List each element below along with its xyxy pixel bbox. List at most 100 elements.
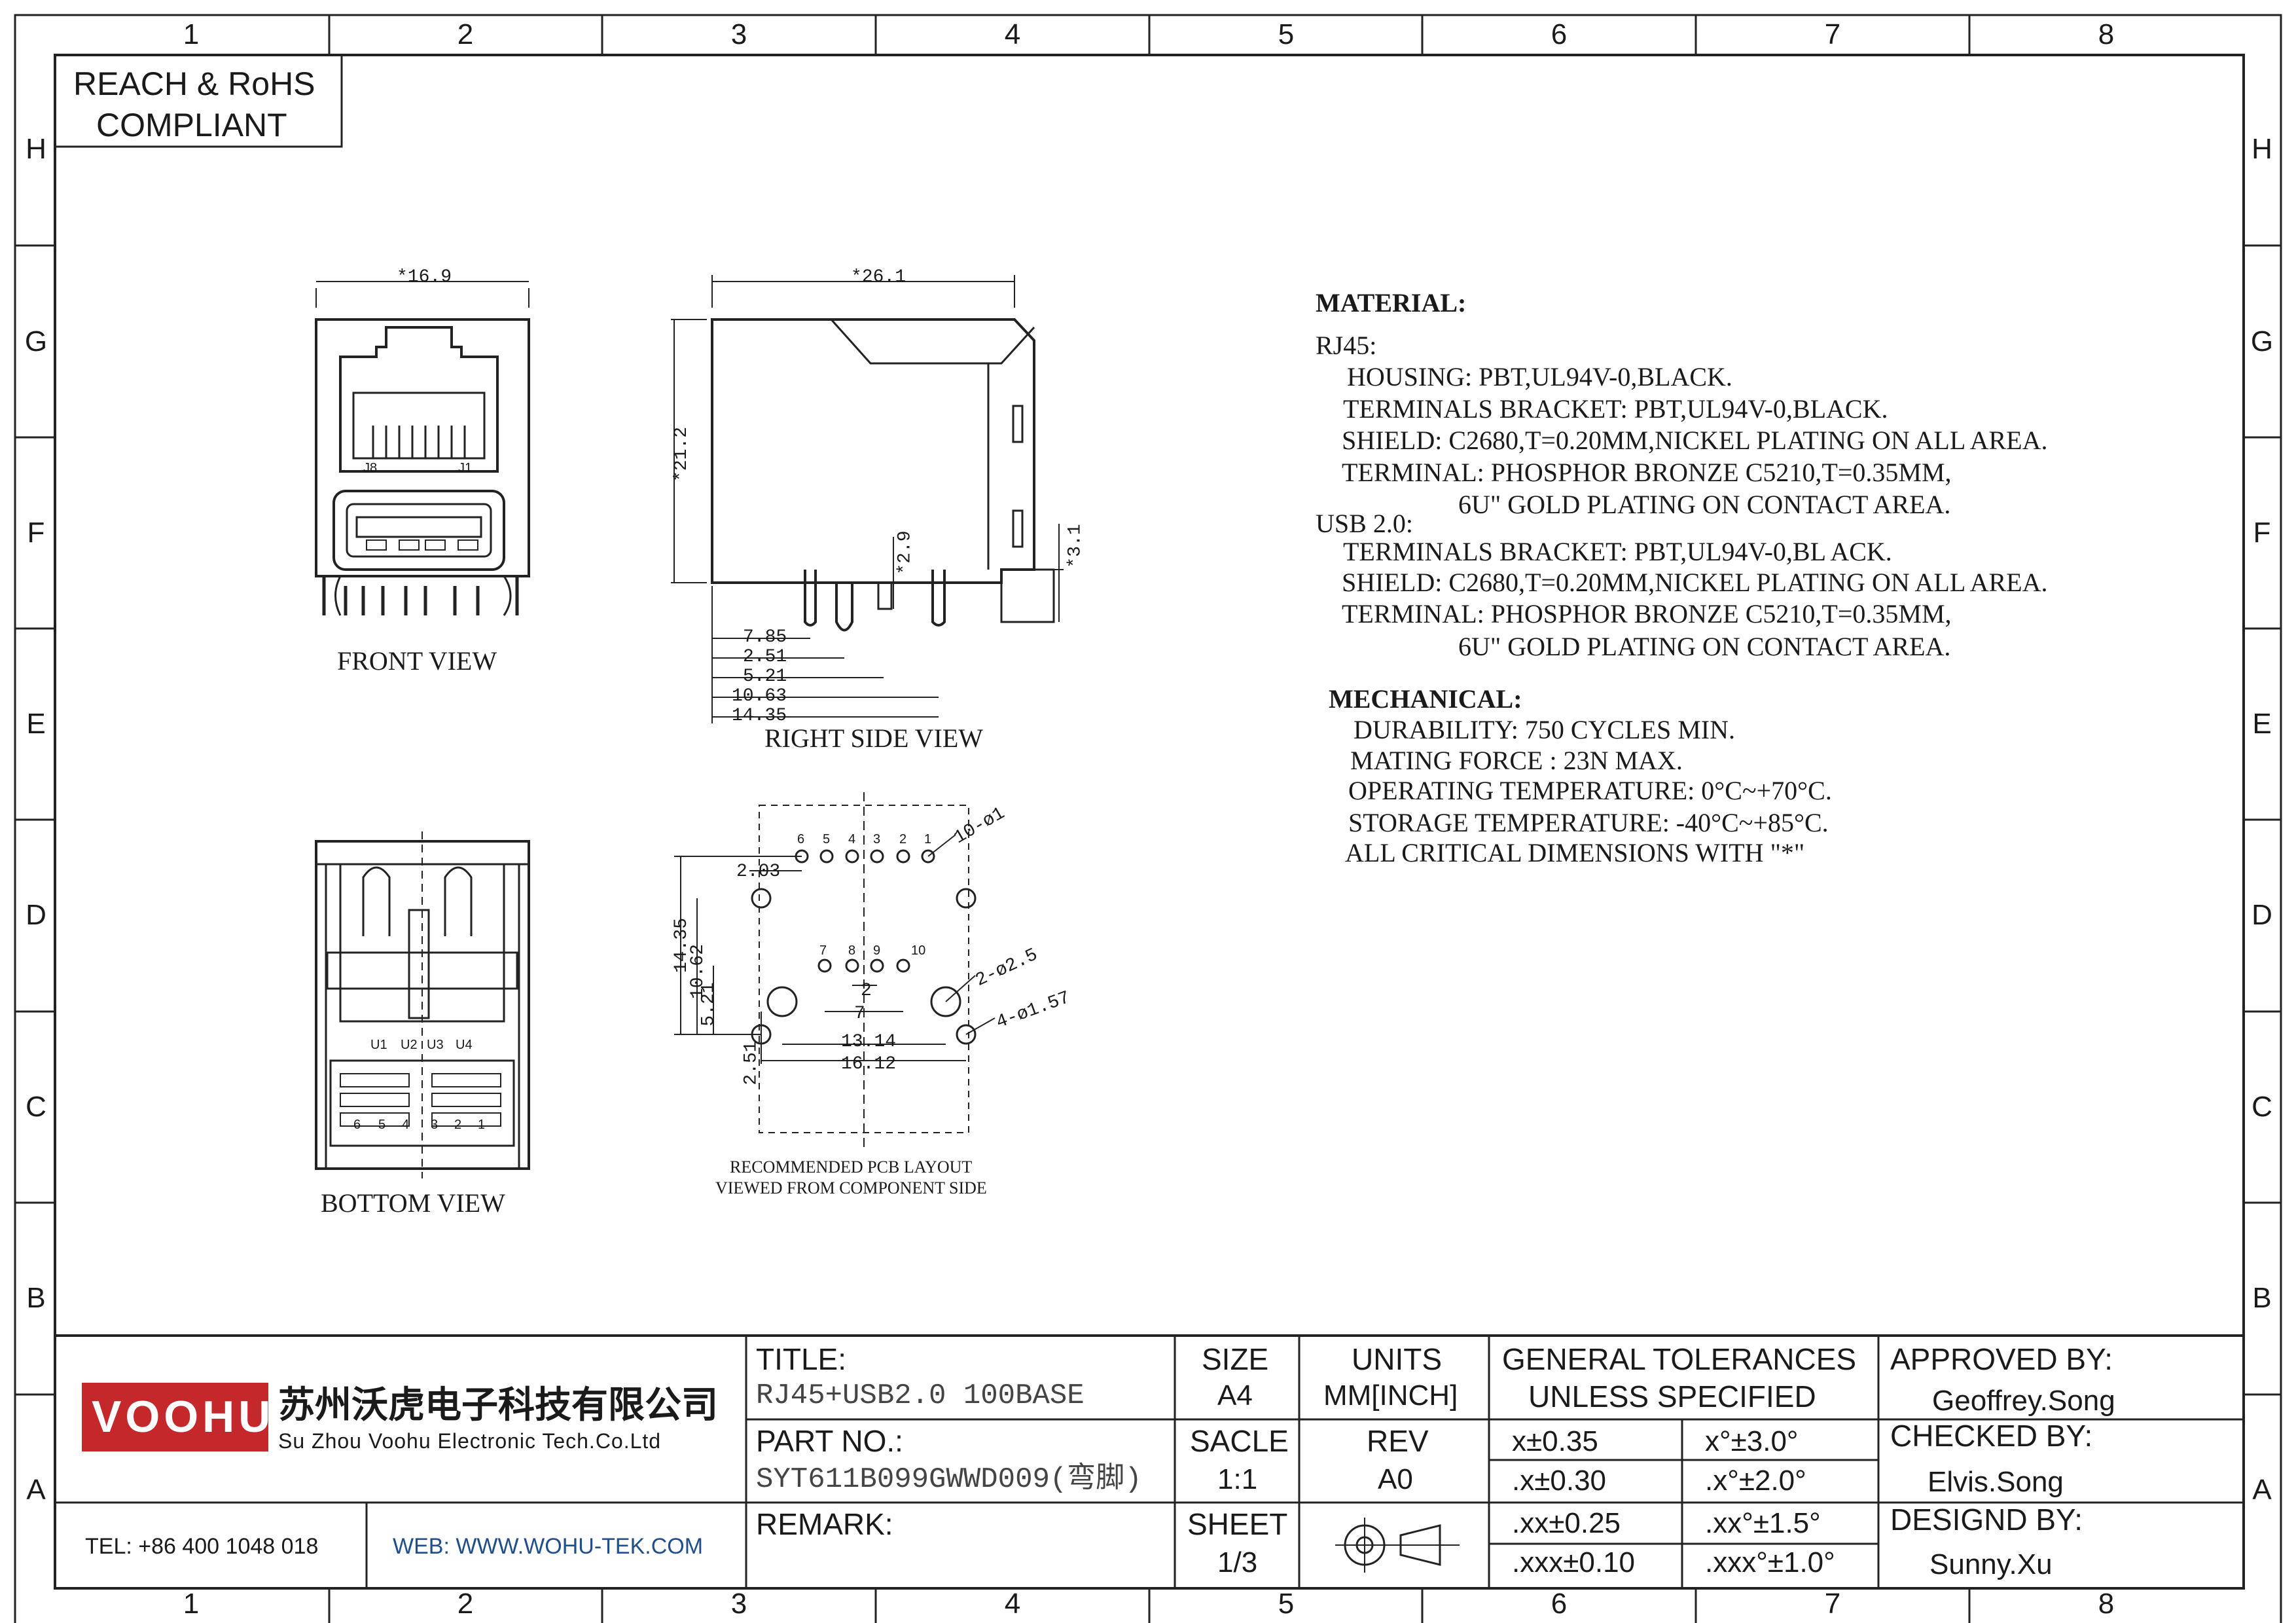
- bottom-rj-pin-4: 4: [402, 1118, 410, 1132]
- zone-row-F-right: F: [2253, 517, 2271, 549]
- pcb-pin-9: 9: [873, 943, 881, 958]
- bottom-view-label: BOTTOM VIEW: [321, 1188, 505, 1218]
- tolerance-angular-2: .x°±2.0°: [1705, 1465, 1806, 1497]
- company-logo: VOOHU: [92, 1392, 275, 1442]
- zone-col-7-top: 7: [1824, 18, 1841, 50]
- size-label: SIZE: [1202, 1342, 1269, 1376]
- sheet-value: 1/3: [1217, 1546, 1258, 1578]
- zone-col-5-bottom: 5: [1278, 1588, 1295, 1620]
- side-pitch-dim-1: 7.85: [743, 627, 787, 647]
- zone-row-D-left: D: [26, 899, 46, 931]
- zone-row-E-right: E: [2252, 708, 2272, 740]
- zone-row-B-right: B: [2252, 1282, 2272, 1314]
- units-value: MM[INCH]: [1323, 1379, 1458, 1412]
- side-length-dim: *26.1: [851, 267, 906, 287]
- side-pin-length-dim: *2.9: [895, 530, 916, 575]
- tolerance-linear-1: x±0.35: [1512, 1425, 1598, 1457]
- bottom-usb-pin-u4: U4: [456, 1038, 473, 1052]
- zone-col-8-bottom: 8: [2098, 1588, 2115, 1620]
- material-rj45-line-1: HOUSING: PBT,UL94V-0,BLACK.: [1347, 362, 1732, 392]
- pcb-pin-8: 8: [848, 943, 856, 958]
- units-label: UNITS: [1352, 1342, 1442, 1376]
- pcb-dim-7: 7: [854, 1004, 865, 1024]
- material-usb-line-1: TERMINALS BRACKET: PBT,UL94V-0,BL ACK.: [1343, 537, 1892, 566]
- company-name-cn: 苏州沃虎电子科技有限公司: [278, 1384, 718, 1425]
- zone-row-G-right: G: [2250, 325, 2274, 357]
- checked-by-name: Elvis.Song: [1928, 1466, 2064, 1498]
- zone-col-3-bottom: 3: [730, 1588, 747, 1620]
- compliance-line-1: REACH & RoHS: [73, 65, 315, 102]
- zone-col-4-bottom: 4: [1004, 1588, 1021, 1620]
- material-usb-heading: USB 2.0:: [1316, 509, 1413, 538]
- zone-row-A-right: A: [2252, 1474, 2272, 1506]
- front-view-label: FRONT VIEW: [337, 646, 497, 676]
- pcb-pin-6: 6: [797, 832, 805, 847]
- company-tel: TEL: +86 400 1048 018: [85, 1534, 319, 1559]
- zone-col-5-top: 5: [1278, 18, 1295, 50]
- approved-by-label: APPROVED BY:: [1890, 1342, 2113, 1376]
- remark-label: REMARK:: [756, 1507, 893, 1541]
- pcb-pin-3: 3: [873, 832, 881, 847]
- side-pitch-dim-5: 14.35: [732, 706, 787, 726]
- logo-badge: [82, 1383, 268, 1451]
- tolerance-heading-2: UNLESS SPECIFIED: [1528, 1379, 1816, 1413]
- mechanical-line-2: MATING FORCE : 23N MAX.: [1350, 746, 1683, 775]
- zone-row-F-left: F: [27, 517, 45, 549]
- side-pitch-dim-3: 5.21: [743, 666, 787, 687]
- zone-row-C-left: C: [26, 1091, 46, 1123]
- compliance-line-2: COMPLIANT: [96, 107, 287, 143]
- pcb-dim-2-51: 2.51: [741, 1041, 762, 1085]
- zone-col-2-top: 2: [457, 18, 474, 50]
- tolerance-angular-1: x°±3.0°: [1705, 1425, 1799, 1457]
- zone-row-C-right: C: [2251, 1091, 2272, 1123]
- zone-col-6-bottom: 6: [1551, 1588, 1568, 1620]
- pcb-dim-16-12: 16.12: [841, 1054, 897, 1074]
- tolerance-heading-1: GENERAL TOLERANCES: [1502, 1342, 1857, 1376]
- zone-col-3-top: 3: [730, 18, 747, 50]
- part-number-value: SYT611B099GWWD009(弯脚): [756, 1463, 1142, 1496]
- company-web-link[interactable]: WEB: WWW.WOHU-TEK.COM: [393, 1534, 704, 1559]
- side-height-dim: *21.2: [672, 426, 692, 483]
- material-rj45-line-4: TERMINAL: PHOSPHOR BRONZE C5210,T=0.35MM…: [1342, 458, 1952, 487]
- bottom-usb-pin-u1: U1: [370, 1038, 387, 1052]
- mechanical-line-1: DURABILITY: 750 CYCLES MIN.: [1354, 715, 1735, 744]
- mechanical-line-5: ALL CRITICAL DIMENSIONS WITH "*": [1345, 838, 1805, 867]
- zone-row-H-left: H: [26, 133, 46, 165]
- side-view-label: RIGHT SIDE VIEW: [764, 723, 984, 753]
- pcb-pin-1: 1: [924, 832, 932, 847]
- zone-col-4-top: 4: [1004, 18, 1021, 50]
- material-rj45-heading: RJ45:: [1316, 331, 1377, 360]
- bottom-rj-pin-1: 1: [478, 1118, 486, 1132]
- mechanical-line-4: STORAGE TEMPERATURE: -40°C~+85°C.: [1348, 808, 1829, 837]
- title-value: RJ45+USB2.0 100BASE: [756, 1379, 1085, 1412]
- front-view-drawing: [315, 281, 530, 616]
- company-name-en: Su Zhou Voohu Electronic Tech.Co.Ltd: [278, 1429, 662, 1453]
- material-usb-line-2: SHIELD: C2680,T=0.20MM,NICKEL PLATING ON…: [1342, 568, 2048, 597]
- material-usb-line-4: 6U" GOLD PLATING ON CONTACT AREA.: [1458, 632, 1951, 661]
- material-heading: MATERIAL:: [1316, 288, 1467, 318]
- zone-row-D-right: D: [2251, 899, 2272, 931]
- side-pitch-dim-4: 10.63: [732, 686, 787, 706]
- zone-row-A-left: A: [26, 1474, 46, 1506]
- bottom-rj-pin-3: 3: [431, 1118, 439, 1132]
- right-side-view-drawing: [671, 275, 1064, 723]
- scale-value: 1:1: [1217, 1463, 1258, 1495]
- zone-row-B-left: B: [26, 1282, 46, 1314]
- pcb-dim-5-21: 5.21: [698, 982, 719, 1027]
- mechanical-line-3: OPERATING TEMPERATURE: 0°C~+70°C.: [1348, 776, 1832, 805]
- zone-col-6-top: 6: [1551, 18, 1568, 50]
- side-offset-dim: *3.1: [1065, 524, 1086, 568]
- title-label: TITLE:: [756, 1342, 847, 1376]
- zone-col-7-bottom: 7: [1824, 1588, 1841, 1620]
- bottom-view-drawing: [315, 831, 530, 1178]
- bottom-rj-pin-6: 6: [353, 1118, 361, 1132]
- material-rj45-line-5: 6U" GOLD PLATING ON CONTACT AREA.: [1458, 490, 1951, 519]
- tolerance-linear-3: .xx±0.25: [1512, 1507, 1621, 1539]
- front-pin-label-j8: J8: [363, 461, 378, 475]
- designed-by-label: DESIGND BY:: [1890, 1503, 2083, 1537]
- pcb-dim-2: 2: [861, 981, 872, 1001]
- pcb-pin-2: 2: [899, 832, 907, 847]
- zone-row-E-left: E: [26, 708, 46, 740]
- designed-by-name: Sunny.Xu: [1929, 1548, 2053, 1580]
- zone-col-8-top: 8: [2098, 18, 2115, 50]
